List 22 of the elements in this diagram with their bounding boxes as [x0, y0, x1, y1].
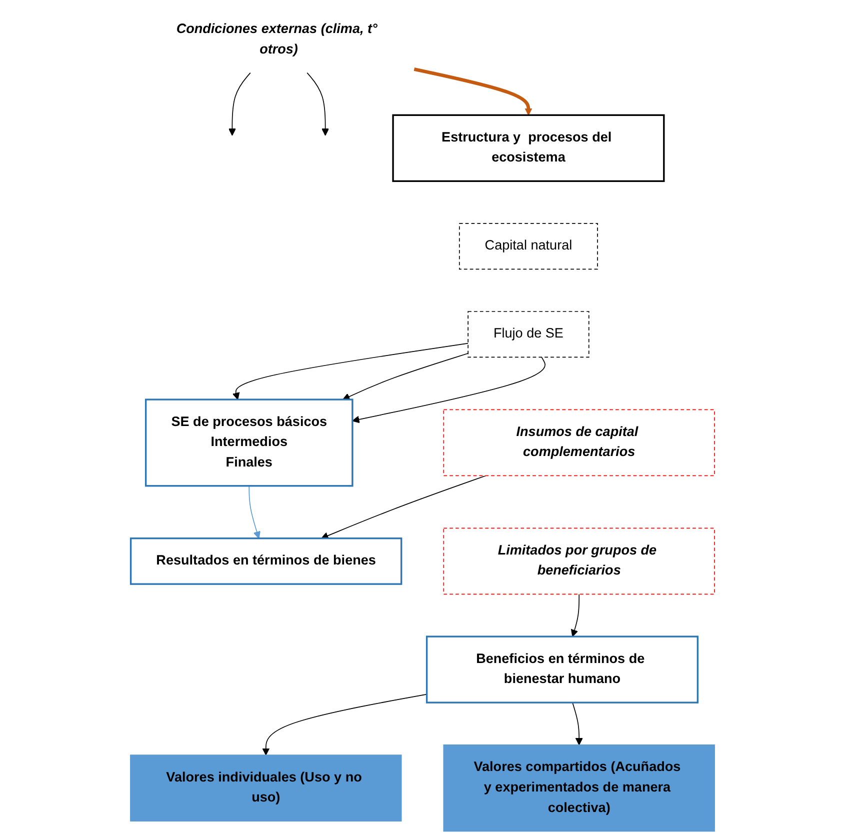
process-box: Capital natural: [458, 223, 598, 270]
process-box: Valores individuales (Uso y no uso): [130, 754, 402, 822]
process-box: Beneficios en términos de bienestar humano: [426, 636, 699, 704]
arrow: [570, 594, 580, 637]
arrow: [321, 475, 486, 540]
process-box: SE de procesos básicos Intermedios Finales: [144, 398, 354, 487]
arrow: [342, 352, 468, 400]
arrow: [248, 485, 260, 539]
arrow: [572, 702, 583, 746]
note-box: Limitados por grupos de beneficiarios: [443, 528, 715, 595]
arrow: [306, 72, 330, 136]
arrow: [232, 342, 468, 400]
arrow: [352, 356, 546, 424]
note-box: Insumos de capital complementarios: [443, 409, 715, 476]
arrow: [228, 72, 251, 136]
process-box: Estructura y procesos del ecosistema: [392, 114, 665, 182]
text-label: Condiciones externas (clima, t° otros): [176, 22, 378, 57]
arrow: [262, 694, 428, 756]
process-box: Resultados en términos de bienes: [130, 538, 402, 585]
process-box: Flujo de SE: [468, 311, 590, 358]
process-box: Valores compartidos (Acuñados y experimentados de manera colectiva): [443, 744, 715, 832]
arrow: [414, 68, 532, 116]
